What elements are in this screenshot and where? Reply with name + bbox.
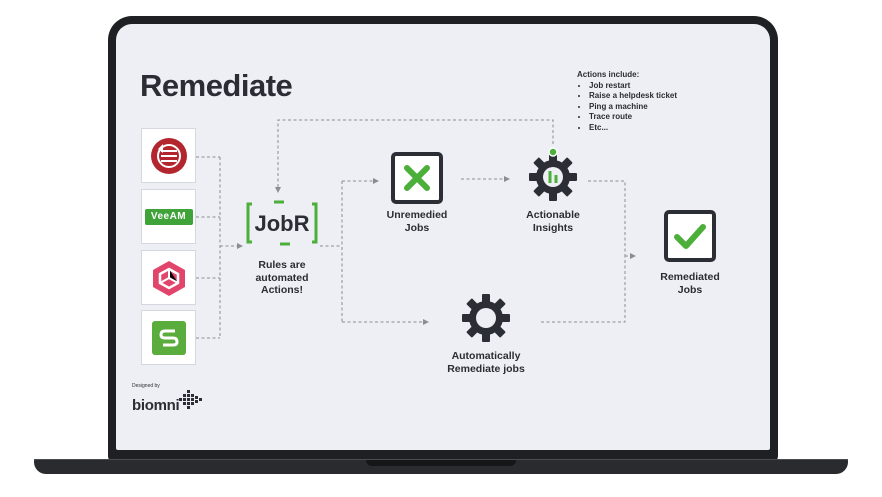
green-s-icon <box>151 320 186 355</box>
connector-feedback-loop <box>275 119 554 193</box>
pink-cube-icon <box>152 260 185 296</box>
action-item: Job restart <box>589 81 677 92</box>
connector-automatic-out <box>541 256 626 323</box>
veeam-badge: VeeAM <box>144 208 193 225</box>
source-logo-red <box>141 128 196 183</box>
remediated-label-line: Jobs <box>677 283 703 296</box>
automatic-label-line: Automatically <box>451 350 521 362</box>
biomni-wordmark: biomni <box>132 397 180 414</box>
slide-title: Remediate <box>140 68 293 103</box>
connector-actionable-out <box>588 180 626 256</box>
action-item: Trace route <box>589 112 677 123</box>
actions-list: Actions include: Job restart Raise a hel… <box>577 70 677 134</box>
red-sync-icon <box>150 137 187 174</box>
jobr-label-line: automated <box>255 271 309 284</box>
source-logo-pink <box>141 250 196 305</box>
laptop-base <box>34 460 848 474</box>
source-logo-veeam: VeeAM <box>141 189 196 244</box>
actions-heading: Actions include: <box>577 70 640 79</box>
actionable-label: Actionable Insights <box>508 209 598 234</box>
actionable-gear-icon <box>529 147 577 201</box>
unremedied-label-line: Unremedied <box>386 209 448 221</box>
jobr-logo-text: JobR <box>255 211 310 236</box>
unremedied-x-icon <box>391 152 443 204</box>
unremedied-label: Unremedied Jobs <box>372 209 462 234</box>
automatic-label-line: Remediate jobs <box>447 362 525 375</box>
designed-by-text: Designed by <box>132 383 160 389</box>
jobr-label-line: Rules are <box>258 259 306 271</box>
unremedied-label-line: Jobs <box>404 221 430 234</box>
source-logo-green <box>141 310 196 365</box>
remediated-label-line: Remediated <box>660 271 720 283</box>
jobr-logo: JobR <box>246 200 318 246</box>
biomni-logo: Designed by biomni <box>132 383 203 414</box>
automatic-gear-icon <box>462 294 510 342</box>
jobr-label-line: Actions! <box>261 284 303 296</box>
flow-connectors <box>196 119 636 339</box>
remediated-check-icon <box>664 210 716 262</box>
remediated-label: Remediated Jobs <box>645 271 735 296</box>
veeam-text: VeeAM <box>150 211 187 222</box>
action-item: Ping a machine <box>589 102 677 113</box>
actionable-label-line: Insights <box>532 221 574 234</box>
action-item: Etc... <box>589 123 677 134</box>
biomni-dots-icon <box>179 390 203 409</box>
actionable-label-line: Actionable <box>526 209 580 221</box>
action-item: Raise a helpdesk ticket <box>589 91 677 102</box>
laptop-notch <box>366 460 516 466</box>
jobr-label: Rules are automated Actions! <box>238 259 326 297</box>
automatic-label: Automatically Remediate jobs <box>426 350 546 375</box>
slide-screen: Remediate Actions include: Job restart R… <box>116 24 770 450</box>
